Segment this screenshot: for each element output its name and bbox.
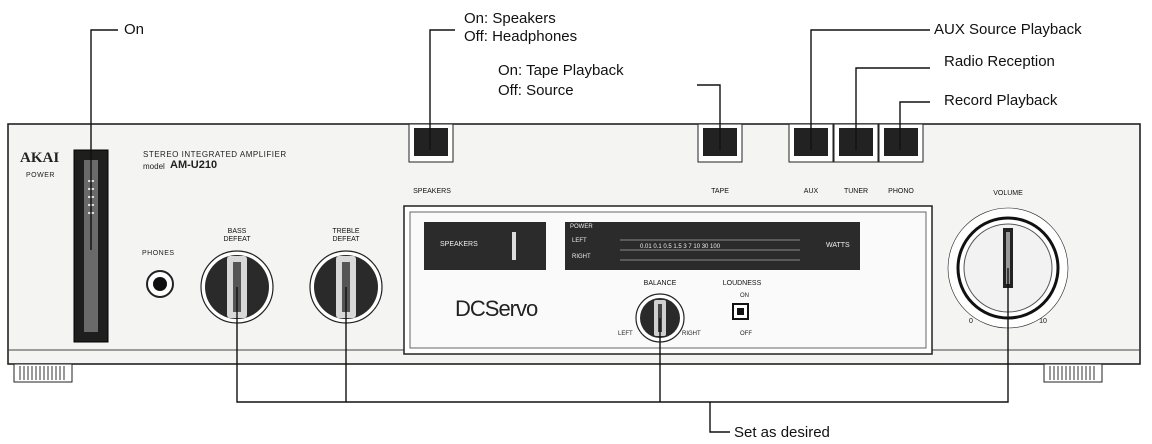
left-foot bbox=[13, 363, 73, 383]
amplifier-subtitle: STEREO INTEGRATED AMPLIFIER bbox=[143, 150, 287, 159]
callout-tape-on: On: Tape Playback bbox=[498, 62, 624, 79]
callout-power-on: On bbox=[124, 21, 145, 38]
phones-jack[interactable] bbox=[146, 270, 174, 298]
loudness-off-label: OFF bbox=[740, 331, 752, 337]
bass-defeat-label: DEFEAT bbox=[223, 236, 251, 243]
meter-power-label: POWER bbox=[570, 224, 593, 230]
callout-speakers-off: Off: Headphones bbox=[464, 28, 578, 45]
meter-watts-label: WATTS bbox=[826, 242, 850, 249]
callout-leaders bbox=[90, 29, 1009, 433]
callout-aux: AUX Source Playback bbox=[934, 21, 1082, 38]
callout-phono: Record Playback bbox=[944, 92, 1058, 109]
display-speakers-label: SPEAKERS bbox=[440, 241, 478, 248]
display-panel bbox=[403, 205, 933, 355]
dc-servo-logo: DCServo bbox=[455, 296, 538, 321]
model-prefix: model bbox=[143, 162, 165, 171]
phono-button-label: PHONO bbox=[888, 188, 914, 195]
speakers-button-label: SPEAKERS bbox=[413, 188, 451, 195]
bass-label: BASS bbox=[227, 228, 247, 235]
balance-right-label: RIGHT bbox=[682, 331, 701, 337]
aux-button-label: AUX bbox=[803, 188, 819, 195]
balance-label: BALANCE bbox=[643, 280, 677, 287]
phones-label: PHONES bbox=[142, 250, 175, 257]
speakers-button[interactable] bbox=[408, 123, 454, 163]
callout-speakers-on: On: Speakers bbox=[464, 10, 556, 27]
treble-defeat-label: DEFEAT bbox=[332, 236, 360, 243]
right-foot bbox=[1043, 363, 1103, 383]
balance-left-label: LEFT bbox=[618, 331, 633, 337]
loudness-on-label: ON bbox=[740, 293, 749, 299]
treble-label: TREBLE bbox=[332, 228, 360, 235]
meter-right-label: RIGHT bbox=[572, 254, 591, 260]
model-name: AM-U210 bbox=[170, 159, 218, 171]
callout-set-as-desired: Set as desired bbox=[734, 424, 830, 441]
volume-label: VOLUME bbox=[993, 190, 1023, 197]
brand-logo: AKAI bbox=[20, 150, 60, 166]
tuner-button-label: TUNER bbox=[843, 188, 869, 195]
volume-scale-max: 10 bbox=[1039, 318, 1047, 325]
phono-button[interactable] bbox=[878, 123, 924, 163]
loudness-button[interactable] bbox=[732, 303, 749, 320]
volume-scale-min: 0 bbox=[969, 318, 973, 325]
meter-left-label: LEFT bbox=[572, 238, 587, 244]
tape-button-label: TAPE bbox=[711, 188, 729, 195]
meter-scale: 0.01 0.1 0.5 1.5 3 7 10 30 100 bbox=[640, 244, 721, 250]
callout-tape-off: Off: Source bbox=[498, 82, 574, 99]
loudness-label: LOUDNESS bbox=[722, 280, 762, 287]
callout-tuner: Radio Reception bbox=[944, 53, 1055, 70]
power-label: POWER bbox=[26, 172, 55, 179]
